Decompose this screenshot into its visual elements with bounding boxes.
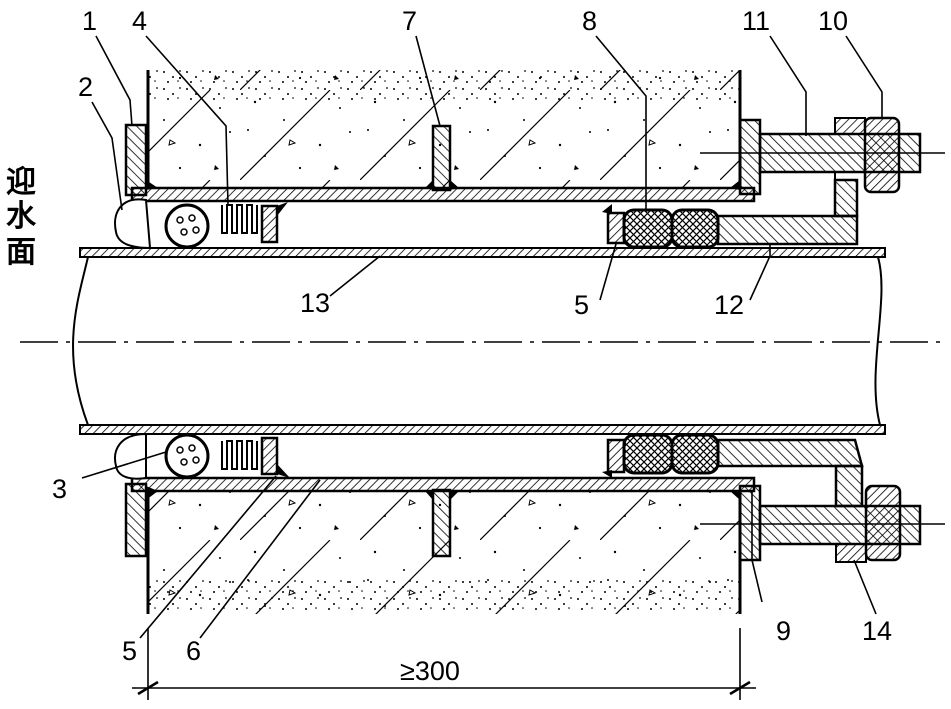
- wave-spring: [221, 204, 258, 470]
- retaining-ring-left: [260, 202, 290, 478]
- weld-beads: [146, 180, 740, 500]
- callout-5-bottom: 5: [122, 636, 137, 666]
- gland-ring: [716, 178, 864, 508]
- through-pipe: [20, 247, 940, 435]
- side-label-char-2: 水: [6, 199, 37, 234]
- callout-5-top: 5: [574, 290, 589, 320]
- callout-9: 9: [776, 616, 791, 646]
- callout-1: 1: [82, 6, 97, 36]
- concrete-wall-bottom: [146, 492, 742, 614]
- packing-seal-rings: [602, 204, 720, 478]
- sealant-mastic: [114, 198, 152, 480]
- dimension-line: ≥300: [132, 628, 756, 700]
- callout-2: 2: [78, 72, 93, 102]
- side-label-char-1: 迎: [6, 165, 36, 200]
- callout-6: 6: [186, 636, 201, 666]
- stud-bolt-bottom: [700, 484, 945, 563]
- callout-11: 11: [742, 6, 770, 36]
- callout-numbers: 1 2 3 4 5 5 6 7 8 9 10 11 12 13 14: [52, 6, 892, 666]
- water-stop-rings: [124, 118, 762, 562]
- callout-14: 14: [862, 616, 892, 646]
- callout-7: 7: [402, 6, 417, 36]
- callout-13: 13: [300, 288, 330, 318]
- callout-4: 4: [132, 6, 147, 36]
- water-swelling-rubber-rod: [164, 203, 210, 479]
- side-label-char-3: 面: [6, 235, 36, 270]
- upstream-face-label: 迎 水 面: [6, 165, 37, 270]
- callout-12: 12: [714, 290, 744, 320]
- callout-3: 3: [52, 474, 67, 504]
- callout-8: 8: [582, 6, 597, 36]
- dimension-label: ≥300: [400, 656, 460, 686]
- callout-10: 10: [818, 6, 848, 36]
- leader-lines: [81, 35, 883, 639]
